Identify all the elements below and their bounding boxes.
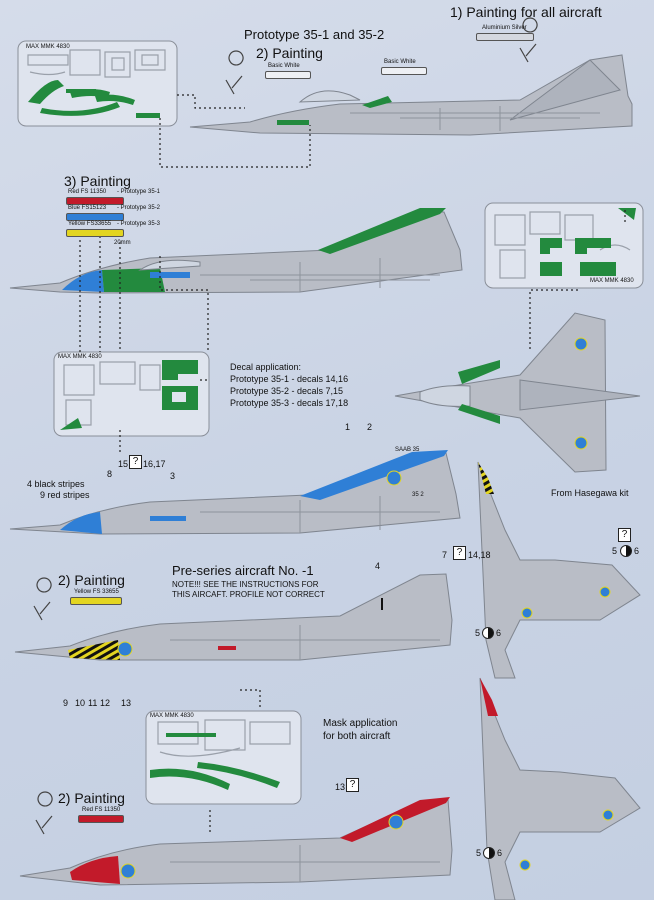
unknown-decal-box: ? (346, 778, 359, 792)
preseries-yellow-label: Yellow FS 33655 (74, 589, 119, 595)
decal-line-2: Prototype 35-2 - decals 7,15 (230, 386, 344, 396)
dimension-label: 20mm (114, 240, 131, 246)
half-disc-icon (483, 847, 495, 859)
callout-14-18: 14,18 (468, 550, 491, 560)
mask-sheet-3 (53, 351, 210, 437)
yellow-swatch-desc: - Prototype 35-3 (117, 221, 161, 227)
unknown-decal-box: ? (129, 455, 142, 469)
preseries-yellow-swatch (70, 597, 122, 605)
decal-line-1: Prototype 35-1 - decals 14,16 (230, 374, 349, 384)
mask-sheet-4 (145, 710, 302, 805)
pilot-sketches (33, 17, 538, 835)
basic-white-swatch-1 (265, 71, 311, 79)
callout-12: 12 (100, 698, 111, 708)
callout-8: 8 (107, 469, 113, 479)
aircraft-profile-2 (9, 208, 463, 294)
hasegawa-label: From Hasegawa kit (551, 488, 629, 498)
half-disc-icon (620, 545, 632, 557)
mask-app-line-2: for both aircraft (323, 731, 391, 742)
bottom-painting: 2) Painting (58, 790, 125, 806)
callout-16-17: 16,17 (143, 459, 166, 469)
mask-code-4: MAX MMK 4830 (150, 713, 194, 719)
basic-white-swatch-2 (381, 67, 427, 75)
blue-swatch-label: Blue FS15123 (68, 205, 107, 211)
callout-15: 15 (118, 459, 129, 469)
aircraft-top-view-2 (477, 461, 641, 679)
bottom-red-swatch (78, 815, 124, 823)
aircraft-top-view-1 (394, 312, 641, 473)
callout-13: 13 (121, 698, 132, 708)
black-stripes-label: 4 black stripes (27, 479, 85, 489)
callout-5a: 5 (612, 546, 618, 556)
mask-code-2: MAX MMK 4830 (590, 278, 634, 284)
tail-code: SAAB 35 (395, 447, 420, 453)
callout-4: 4 (375, 561, 381, 571)
callout-11: 11 (88, 698, 98, 708)
callout-13b: 13 (335, 782, 346, 792)
blue-swatch-desc: - Prototype 35-2 (117, 205, 161, 211)
yellow-swatch (66, 229, 124, 237)
callout-3: 3 (170, 471, 176, 481)
callout-6a: 6 (634, 546, 640, 556)
callout-2: 2 (367, 422, 373, 432)
callout-1: 1 (345, 422, 351, 432)
decal-title: Decal application: (230, 362, 302, 372)
connector-lines (79, 94, 626, 835)
bottom-red-label: Red FS 11350 (82, 807, 121, 813)
preseries-note-2: THIS AIRCAFT. PROFILE NOT CORRECT (172, 590, 325, 599)
half-disc-icon (482, 627, 494, 639)
mask-code-3: MAX MMK 4830 (58, 354, 102, 360)
mask-code-1: MAX MMK 4830 (26, 44, 70, 50)
red-swatch-desc: - Prototype 35-1 (117, 189, 161, 195)
preseries-painting: 2) Painting (58, 572, 125, 588)
callout-7: 7 (442, 550, 448, 560)
aircraft-profile-4 (14, 573, 453, 661)
mask-sheet-1 (17, 40, 178, 127)
mask-sheet-2 (484, 202, 644, 289)
fin-number: 35 2 (412, 492, 424, 498)
basic-white-label-1: Basic White (268, 63, 300, 69)
red-swatch-label: Red FS 11350 (68, 189, 107, 195)
callout-5c: 5 (476, 848, 482, 858)
basic-white-label-2: Basic White (384, 59, 416, 65)
callout-5b: 5 (475, 628, 481, 638)
aircraft-top-view-3 (479, 677, 641, 900)
unknown-decal-box: ? (453, 546, 466, 560)
mask-app-line-1: Mask application (323, 718, 398, 729)
preseries-title: Pre-series aircraft No. -1 (172, 563, 314, 578)
aircraft-profile-5 (19, 797, 453, 886)
callout-6c: 6 (497, 848, 503, 858)
red-stripes-label: 9 red stripes (40, 490, 90, 500)
aircraft-profile-1 (189, 54, 633, 136)
callout-6b: 6 (496, 628, 502, 638)
decal-line-3: Prototype 35-3 - decals 17,18 (230, 398, 349, 408)
yellow-swatch-label: Yellow FS33655 (68, 221, 112, 227)
unknown-decal-box: ? (618, 528, 631, 542)
callout-10: 10 (75, 698, 86, 708)
aluminium-swatch (476, 33, 534, 41)
aluminium-label: Aluminium Silver (482, 25, 527, 31)
callout-9: 9 (63, 698, 69, 708)
painting-all-title: 1) Painting for all aircraft (450, 4, 602, 20)
blue-swatch (66, 213, 124, 221)
painting2-title: 2) Painting (256, 45, 323, 61)
red-swatch (66, 197, 124, 205)
painting3-title: 3) Painting (64, 173, 131, 189)
preseries-note-1: NOTE!!! SEE THE INSTRUCTIONS FOR (172, 580, 319, 589)
prototype-title: Prototype 35-1 and 35-2 (244, 27, 385, 42)
aircraft-profile-3 (9, 450, 461, 535)
